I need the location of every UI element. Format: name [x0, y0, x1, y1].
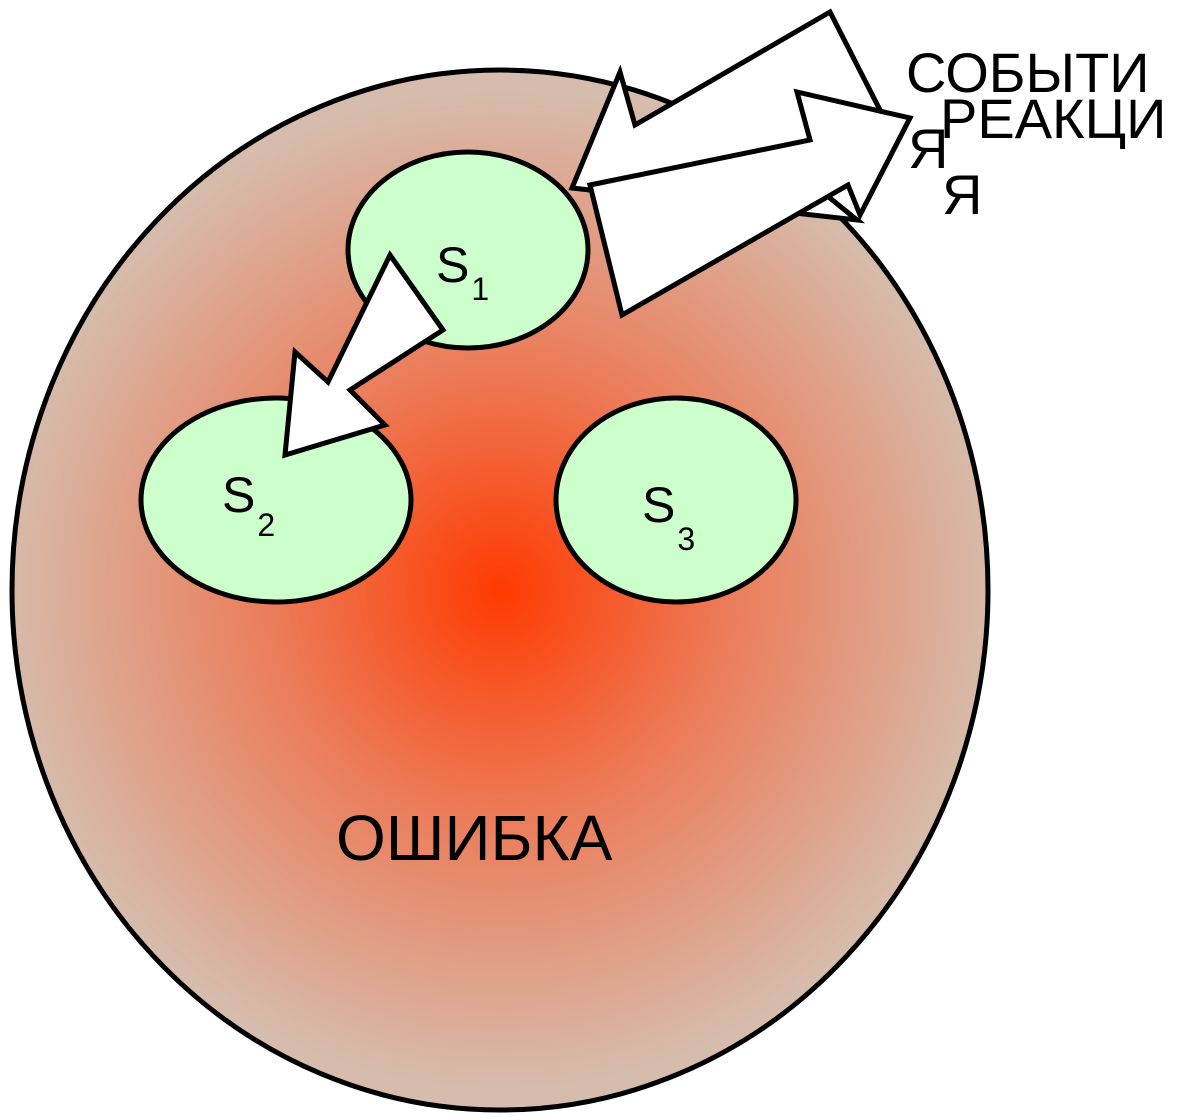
- state-s3-label: S3: [642, 477, 695, 557]
- reaction-label-line1: РЕАКЦИ: [940, 87, 1166, 150]
- event-label-line1: СОБЫТИ: [906, 41, 1150, 104]
- error-label: ОШИБКА: [336, 802, 613, 874]
- state-s3-shape: [553, 395, 799, 605]
- state-s1-label: S1: [436, 237, 489, 307]
- error-region: [9, 67, 991, 1113]
- state-s3: S3: [553, 395, 799, 605]
- transition-arrow-s1-s2: [282, 250, 447, 459]
- reaction-label-line2: Я: [942, 163, 982, 226]
- state-s2: S2: [138, 395, 414, 605]
- event-label-line2: Я: [908, 117, 948, 180]
- state-s2-label: S2: [222, 467, 275, 543]
- state-s2-shape: [138, 395, 414, 605]
- reaction-arrow: [586, 88, 914, 319]
